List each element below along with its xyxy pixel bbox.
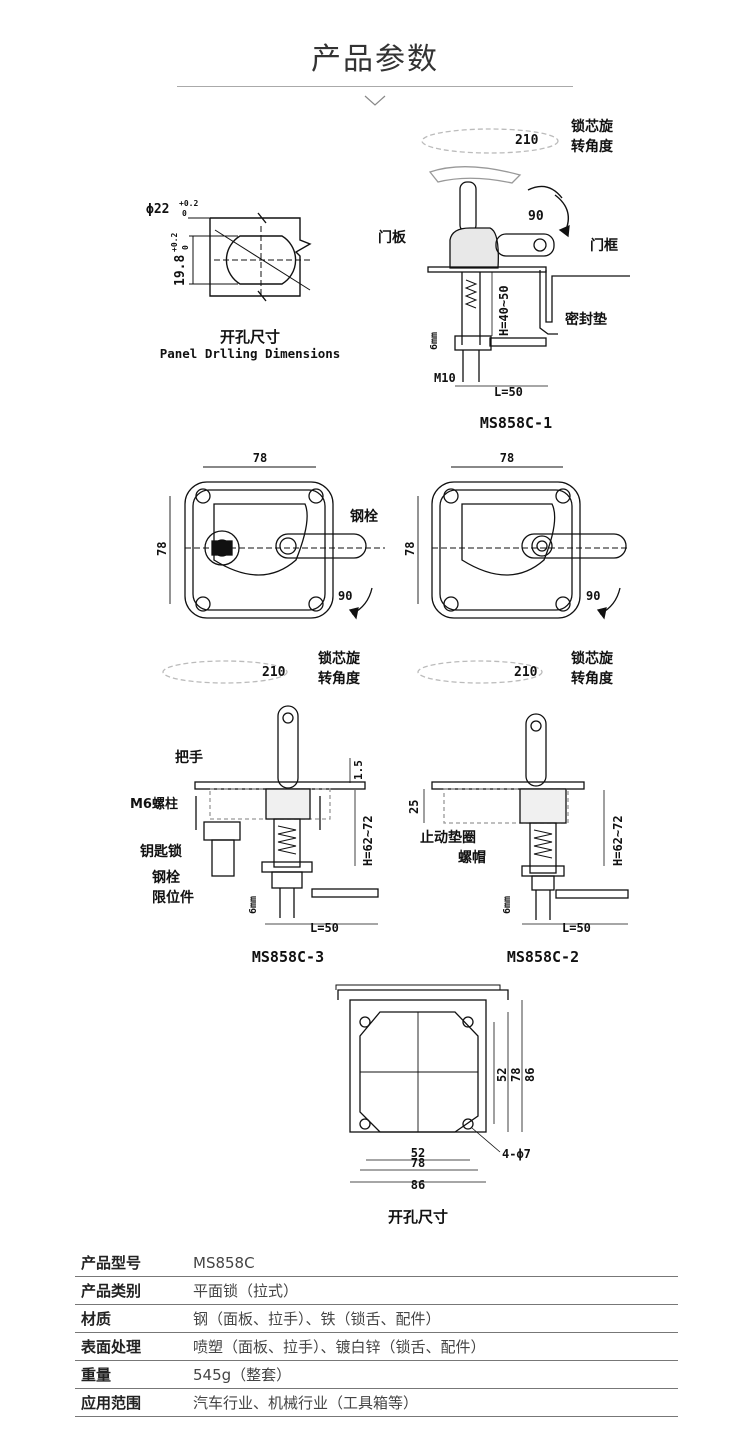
- ms858c-1-model: MS858C-1: [480, 414, 552, 432]
- cutout-width-78: 78: [411, 1156, 425, 1170]
- ms858c-1-rotation-label-1: 锁芯旋: [571, 118, 614, 135]
- ms858c-1-view: [421, 128, 630, 387]
- panel-drilling-view: [188, 212, 312, 302]
- spec-row: 表面处理 喷塑（面板、拉手）、镀白锌（锁舌、配件）: [75, 1332, 678, 1361]
- ms858c-2-height-range: H=62~72: [611, 815, 625, 866]
- label-stopper: 限位件: [152, 889, 194, 906]
- ms858c-3-rotation-label-2: 转角度: [318, 670, 361, 687]
- label-m6-stud: M6螺柱: [130, 796, 178, 812]
- spec-row: 重量 545g（整套）: [75, 1360, 678, 1389]
- cutout-height-78: 78: [509, 1068, 523, 1082]
- ms858c-2-rotation-label-2: 转角度: [571, 670, 614, 687]
- ms858c-2-model: MS858C-2: [507, 948, 579, 966]
- ms858c-3-height-range: H=62~72: [361, 815, 375, 866]
- ms858c-3-thickness: 6mm: [248, 896, 259, 914]
- cutout-width-52: 52: [411, 1146, 425, 1160]
- ms858c-3-view: [162, 660, 379, 925]
- label-washer: 止动垫圈: [420, 829, 476, 846]
- spec-value: MS858C: [193, 1249, 678, 1277]
- ms858c-2-rotation-angle: 210: [514, 665, 538, 680]
- title-divider: [177, 86, 573, 87]
- spec-key: 材质: [75, 1304, 193, 1333]
- drill-flat-tol-lower: 0: [181, 245, 190, 250]
- ms858c-1-thickness: 6mm: [429, 332, 440, 350]
- ms858c-3-length: L=50: [310, 921, 339, 935]
- label-steel-bolt-front: 钢栓: [350, 508, 378, 525]
- cutout-height-52: 52: [495, 1068, 509, 1082]
- spec-row: 应用范围 汽车行业、机械行业（工具箱等）: [75, 1388, 678, 1417]
- label-key-lock: 钥匙锁: [140, 843, 182, 860]
- label-door-frame: 门框: [590, 237, 618, 254]
- technical-drawing: ϕ22 +0.2 0 19.8 +0.2 0 开孔尺寸 Panel Drllin…: [130, 118, 630, 1226]
- spec-value: 汽车行业、机械行业（工具箱等）: [193, 1388, 678, 1417]
- front-right-height: 78: [403, 542, 417, 556]
- ms858c-3-top-dim: 1.5: [352, 760, 365, 780]
- ms858c-3-model: MS858C-3: [252, 948, 324, 966]
- cutout-holes: 4-ϕ7: [502, 1147, 531, 1161]
- ms858c-1-thread: M10: [434, 371, 456, 385]
- spec-value: 钢（面板、拉手）、铁（锁舌、配件）: [193, 1304, 678, 1333]
- front-right-width: 78: [500, 451, 514, 465]
- spec-table: 产品型号 MS858C 产品类别 平面锁（拉式） 材质 钢（面板、拉手）、铁（锁…: [75, 1249, 678, 1417]
- chevron-down-icon: [364, 95, 386, 106]
- drill-flat-tol-upper: +0.2: [170, 233, 179, 252]
- ms858c-2-view: [417, 660, 629, 925]
- drill-diameter: ϕ22: [146, 202, 169, 217]
- label-seal: 密封垫: [564, 311, 607, 328]
- cutout-view: [335, 984, 523, 1183]
- ms858c-3-rotation-angle: 210: [262, 665, 286, 680]
- page-title: 产品参数: [311, 42, 439, 77]
- spec-value: 喷塑（面板、拉手）、镀白锌（锁舌、配件）: [193, 1332, 678, 1361]
- ms858c-1-length: L=50: [494, 385, 523, 399]
- spec-row: 产品型号 MS858C: [75, 1249, 678, 1277]
- ms858c-2-thickness: 6mm: [502, 896, 513, 914]
- ms858c-1-height-range: H=40~50: [497, 285, 511, 336]
- front-view-left: [169, 466, 385, 620]
- front-left-height: 78: [155, 542, 169, 556]
- spec-row: 材质 钢（面板、拉手）、铁（锁舌、配件）: [75, 1304, 678, 1333]
- drill-diameter-tol-lower: 0: [182, 209, 187, 218]
- label-nut: 螺帽: [458, 849, 486, 866]
- drilling-caption-cn: 开孔尺寸: [220, 328, 280, 346]
- ms858c-2-length: L=50: [562, 921, 591, 935]
- drill-diameter-tol-upper: +0.2: [179, 199, 198, 208]
- spec-row: 产品类别 平面锁（拉式）: [75, 1276, 678, 1305]
- drill-flat-width: 19.8: [173, 255, 188, 286]
- cutout-width-86: 86: [411, 1178, 425, 1192]
- ms858c-1-rotation-angle: 210: [515, 133, 539, 148]
- spec-value: 545g（整套）: [193, 1360, 678, 1389]
- drilling-caption-en: Panel Drlling Dimensions: [160, 346, 341, 361]
- ms858c-3-rotation-label-1: 锁芯旋: [318, 650, 361, 667]
- ms858c-2-rotation-label-1: 锁芯旋: [571, 650, 614, 667]
- ms858c-1-rotation-label-2: 转角度: [571, 138, 614, 155]
- label-door-panel: 门板: [378, 229, 407, 246]
- front-left-width: 78: [253, 451, 267, 465]
- front-left-turn-angle: 90: [338, 589, 352, 603]
- spec-value: 平面锁（拉式）: [193, 1276, 678, 1305]
- spec-key: 产品类别: [75, 1276, 193, 1305]
- cutout-caption: 开孔尺寸: [388, 1208, 448, 1226]
- label-handle: 把手: [175, 749, 203, 766]
- front-right-turn-angle: 90: [586, 589, 600, 603]
- label-steel-bolt: 钢栓: [152, 869, 180, 886]
- spec-key: 重量: [75, 1360, 193, 1389]
- spec-key: 表面处理: [75, 1332, 193, 1361]
- cutout-height-86: 86: [523, 1068, 537, 1082]
- ms858c-1-turn-angle: 90: [528, 209, 544, 224]
- spec-key: 应用范围: [75, 1388, 193, 1417]
- spec-key: 产品型号: [75, 1249, 193, 1277]
- ms858c-2-depth: 25: [407, 800, 421, 814]
- front-view-right: [417, 466, 630, 620]
